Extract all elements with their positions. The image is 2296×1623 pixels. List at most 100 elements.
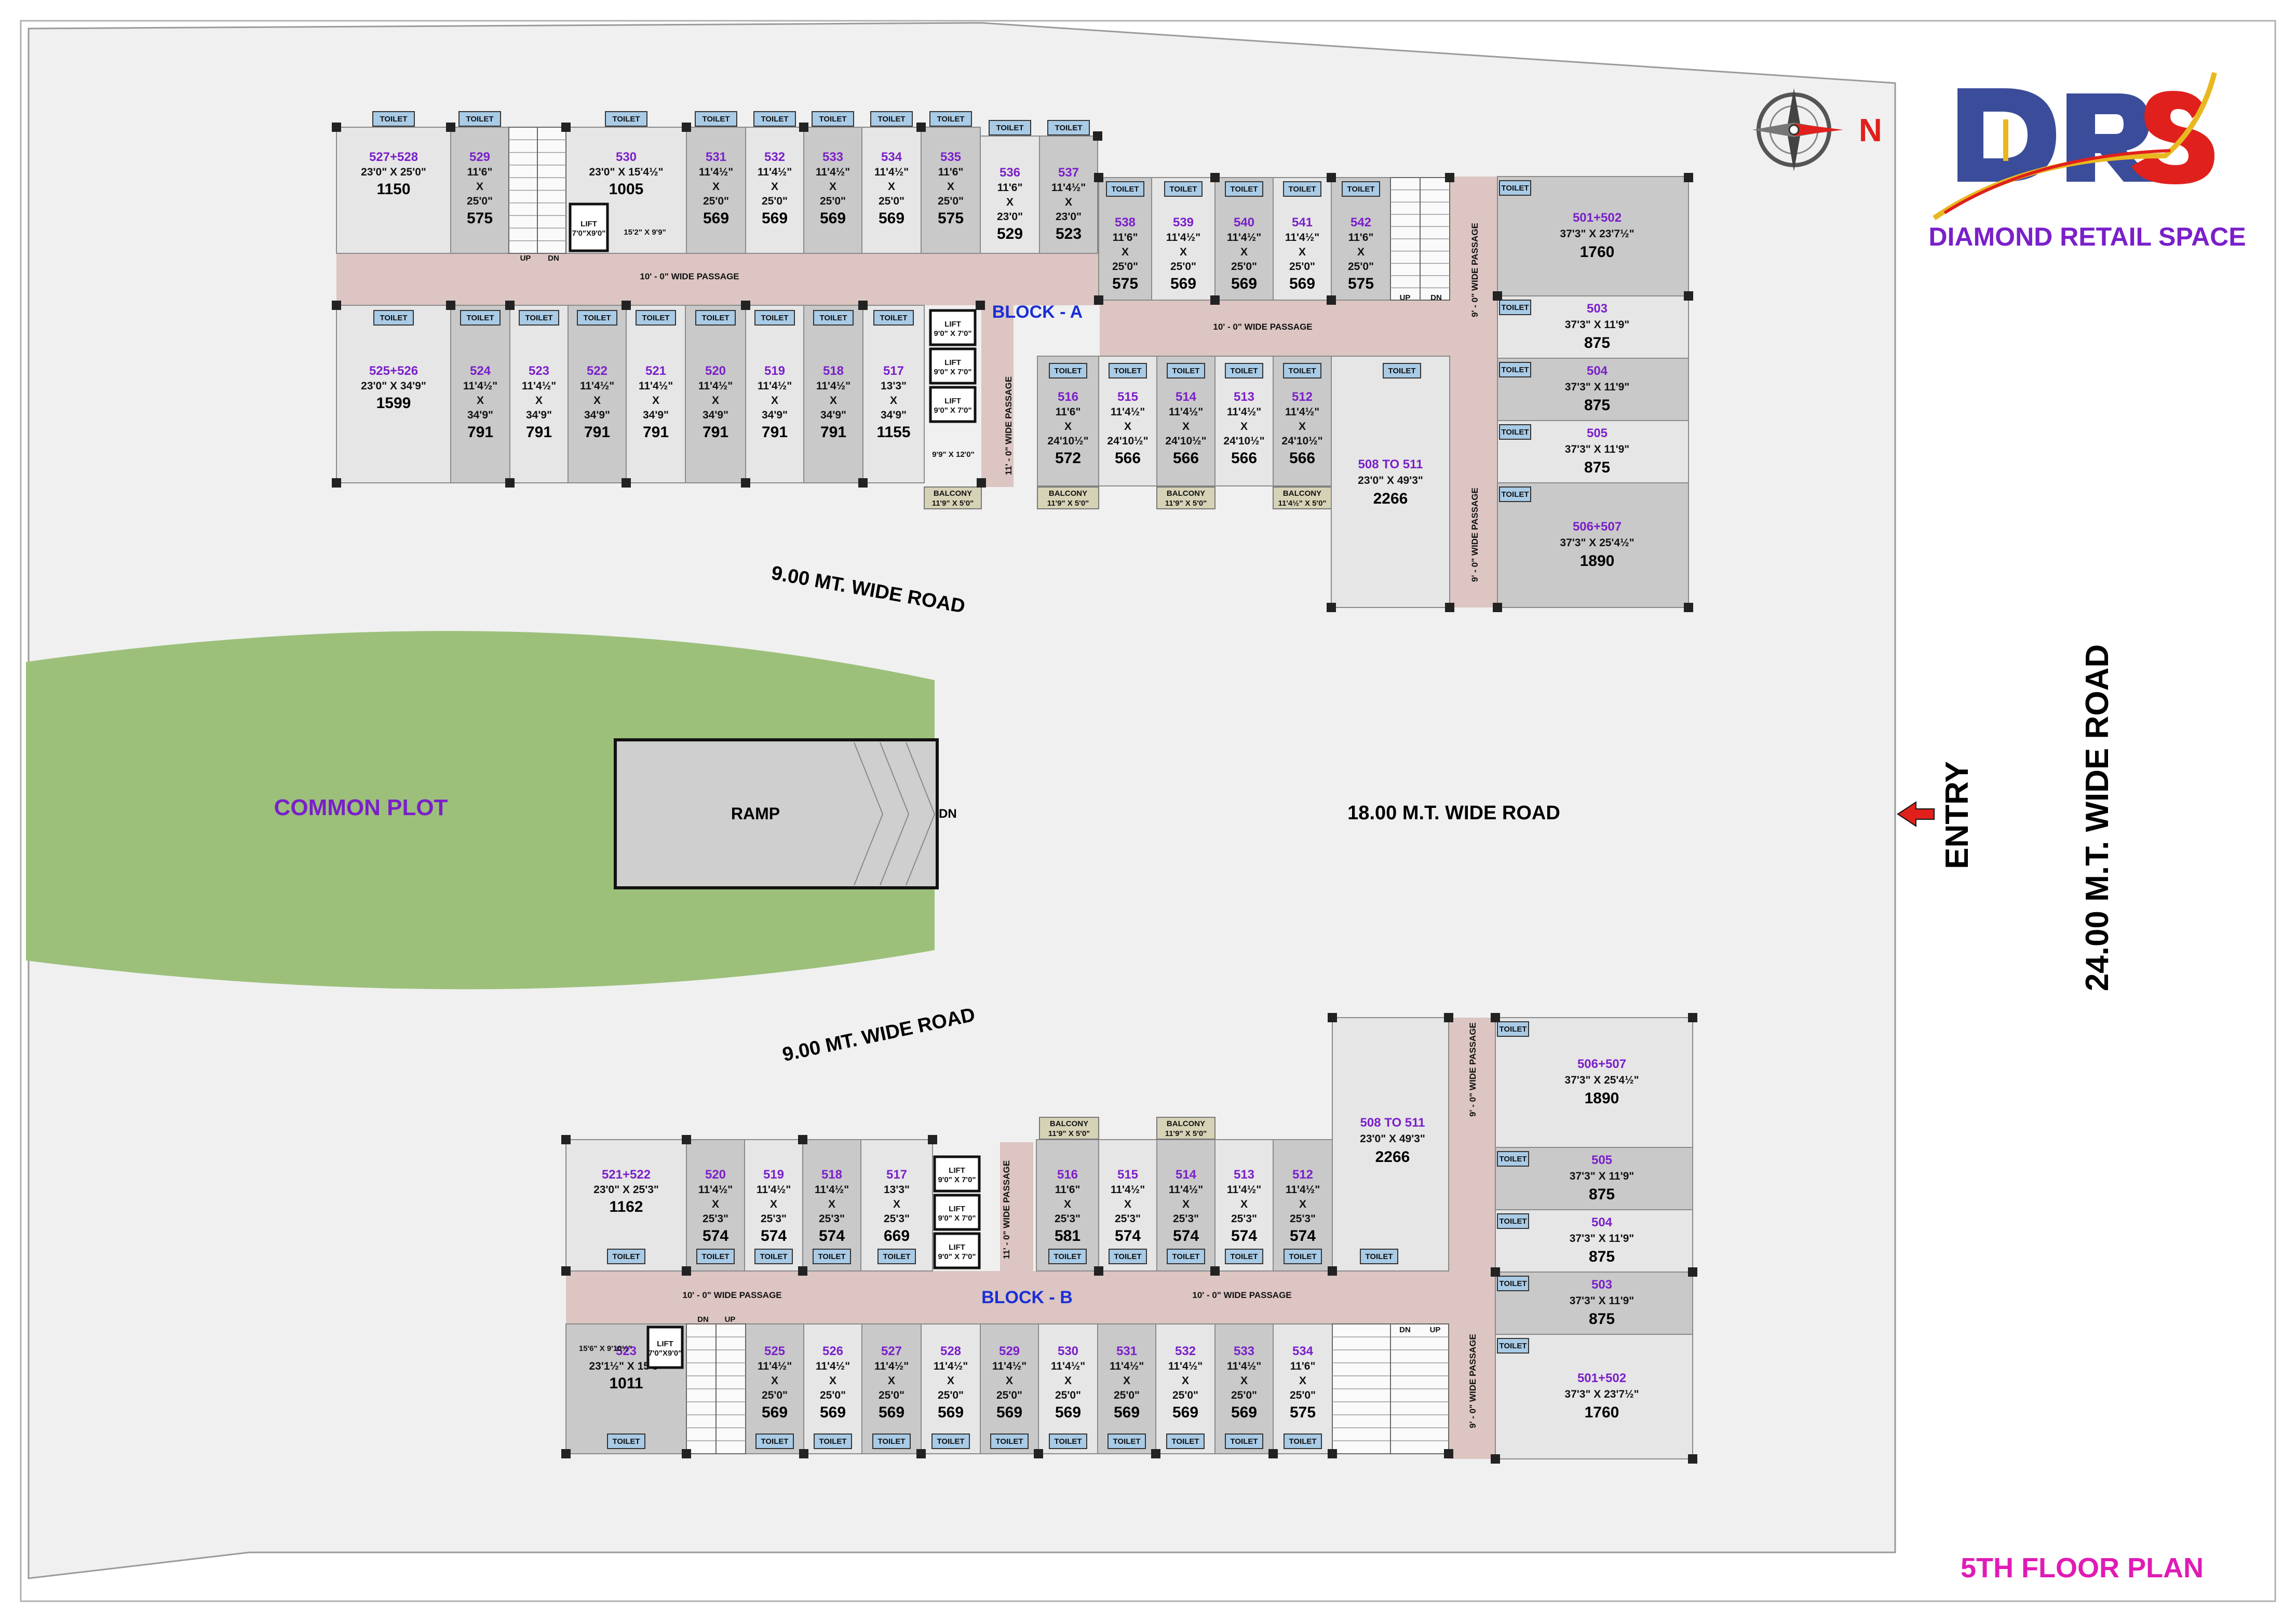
toilet-box <box>695 111 737 127</box>
shop-unit-area: 569 <box>996 1404 1022 1421</box>
shop-unit-dimension: 13'3" <box>884 1184 910 1196</box>
structural-column <box>1034 1449 1043 1458</box>
shop-unit-number: 526 <box>822 1344 843 1358</box>
shop-unit-dimension: X <box>1357 246 1365 258</box>
shop-unit-block-a-right <box>1497 176 1689 296</box>
structural-column <box>682 1266 691 1276</box>
shop-unit-number: 537 <box>1058 166 1079 180</box>
shop-unit-dimension: 25'0" <box>938 195 964 207</box>
shop-unit-dimension: X <box>1299 1375 1306 1387</box>
shop-unit-dimension: 11'4½" <box>1169 406 1203 418</box>
toilet-label: TOILET <box>877 115 905 124</box>
shop-unit-area: 569 <box>1055 1404 1081 1421</box>
shop-unit-block-a-wing <box>1331 177 1391 301</box>
shop-unit-area: 875 <box>1584 459 1610 476</box>
shop-unit-dimension: X <box>1124 1198 1131 1210</box>
structural-column <box>798 1266 807 1276</box>
toilet-box <box>607 1249 645 1264</box>
toilet-label: TOILET <box>877 1437 905 1446</box>
shop-unit-dimension: 11'4½" <box>816 380 850 392</box>
shop-unit-dimension: 11'4½" <box>580 380 614 392</box>
structural-column <box>1327 173 1336 182</box>
shop-unit-dimension: X <box>829 181 836 193</box>
shop-unit-block-a-bottom <box>450 305 510 483</box>
lift-label: LIFT <box>944 358 961 367</box>
structural-column <box>1327 295 1336 305</box>
shop-unit-area: 791 <box>526 424 552 441</box>
shop-unit-number: 533 <box>822 150 843 164</box>
toilet-box <box>753 111 796 127</box>
toilet-label: TOILET <box>761 314 788 322</box>
shop-unit-area: 569 <box>1114 1404 1140 1421</box>
lift-dimension: 9'0" X 7'0" <box>938 1252 976 1261</box>
shop-unit-dimension: 11'4½" <box>1111 1184 1145 1196</box>
shop-unit-area: 569 <box>762 1404 788 1421</box>
shop-unit-dimension: X <box>593 395 601 407</box>
shop-unit-dimension: 11'6" <box>1113 232 1138 244</box>
shop-unit-number: 504 <box>1587 364 1608 378</box>
shop-unit-dimension: X <box>712 395 719 407</box>
shop-unit-block-b-right <box>1495 1334 1693 1459</box>
toilet-box <box>1106 181 1144 197</box>
shop-unit-dimension: 34'9" <box>703 409 728 421</box>
shop-unit-block-b-bottom <box>921 1323 981 1454</box>
shop-unit-block-a-bottom <box>626 305 686 483</box>
toilet-label: TOILET <box>702 115 730 124</box>
toilet-label: TOILET <box>701 1252 729 1261</box>
shop-unit-dimension: 11'4½" <box>815 1184 849 1196</box>
shop-unit-area: 791 <box>467 424 493 441</box>
compass-icon <box>1752 88 1843 171</box>
toilet-box <box>755 1433 794 1449</box>
toilet-label: TOILET <box>818 1252 845 1261</box>
shop-unit-dimension: 25'0" <box>762 195 788 207</box>
balcony <box>1156 1117 1215 1140</box>
shop-unit-dimension: 11'6" <box>938 166 964 178</box>
toilet-box <box>1499 180 1531 196</box>
shop-unit-dimension: 23'0" X 34'9" <box>361 380 426 392</box>
brand-name: DIAMOND RETAIL SPACE <box>1928 222 2246 251</box>
passage-a-9ft-label-2: 9' - 0" WIDE PASSAGE <box>1470 488 1480 582</box>
structural-column <box>1268 1449 1278 1458</box>
common-plot-area <box>26 631 935 990</box>
toilet-label: TOILET <box>1114 367 1141 375</box>
shop-unit-block-a-wing <box>1273 177 1332 301</box>
lift-label: LIFT <box>580 220 597 228</box>
shop-unit-area: 1162 <box>609 1198 643 1215</box>
toilet-box <box>696 1249 735 1264</box>
ramp-dn-label: DN <box>939 807 957 821</box>
toilet-box <box>1048 1249 1087 1264</box>
shop-unit-area: 523 <box>1056 225 1082 242</box>
structural-column <box>622 478 631 488</box>
ramp <box>614 738 939 889</box>
shop-unit-number: 535 <box>940 150 961 164</box>
shop-unit-number: 534 <box>1292 1344 1314 1358</box>
structural-column <box>446 123 455 132</box>
shop-unit-dimension: X <box>829 1375 836 1387</box>
shop-unit-dimension: X <box>830 395 837 407</box>
toilet-label: TOILET <box>1499 1025 1527 1034</box>
toilet-box <box>458 111 501 127</box>
toilet-box <box>636 310 676 326</box>
shop-unit-dimension: 11'6" <box>997 182 1023 194</box>
structural-column <box>1094 1266 1103 1276</box>
shop-unit-dimension: 11'6" <box>1290 1360 1316 1372</box>
lobby-dimension: 9'9" X 12'0" <box>932 450 974 459</box>
shop-unit-dimension: 25'0" <box>1170 261 1196 273</box>
shop-unit-block-b-bottom <box>1214 1323 1274 1454</box>
shop-unit-number: 533 <box>1234 1344 1254 1358</box>
toilet-label: TOILET <box>1171 1437 1199 1446</box>
shop-unit-number: 527+528 <box>369 150 418 164</box>
shop-unit-dimension: 11'4½" <box>1286 1184 1320 1196</box>
toilet-label: TOILET <box>1501 303 1529 312</box>
shop-unit-number: 501+502 <box>1577 1371 1626 1385</box>
block-b-label: BLOCK - B <box>981 1288 1073 1307</box>
lift-dimension: 9'0" X 7'0" <box>934 406 971 415</box>
shop-unit-number: 512 <box>1292 1168 1313 1182</box>
structural-column <box>1210 295 1220 305</box>
shop-unit-dimension: 24'10½" <box>1281 435 1322 447</box>
shop-unit-dimension: X <box>770 1198 777 1210</box>
shop-unit-dimension: X <box>1182 1375 1189 1387</box>
shop-unit-block-b-large <box>1332 1017 1449 1272</box>
structural-column <box>928 1135 937 1144</box>
